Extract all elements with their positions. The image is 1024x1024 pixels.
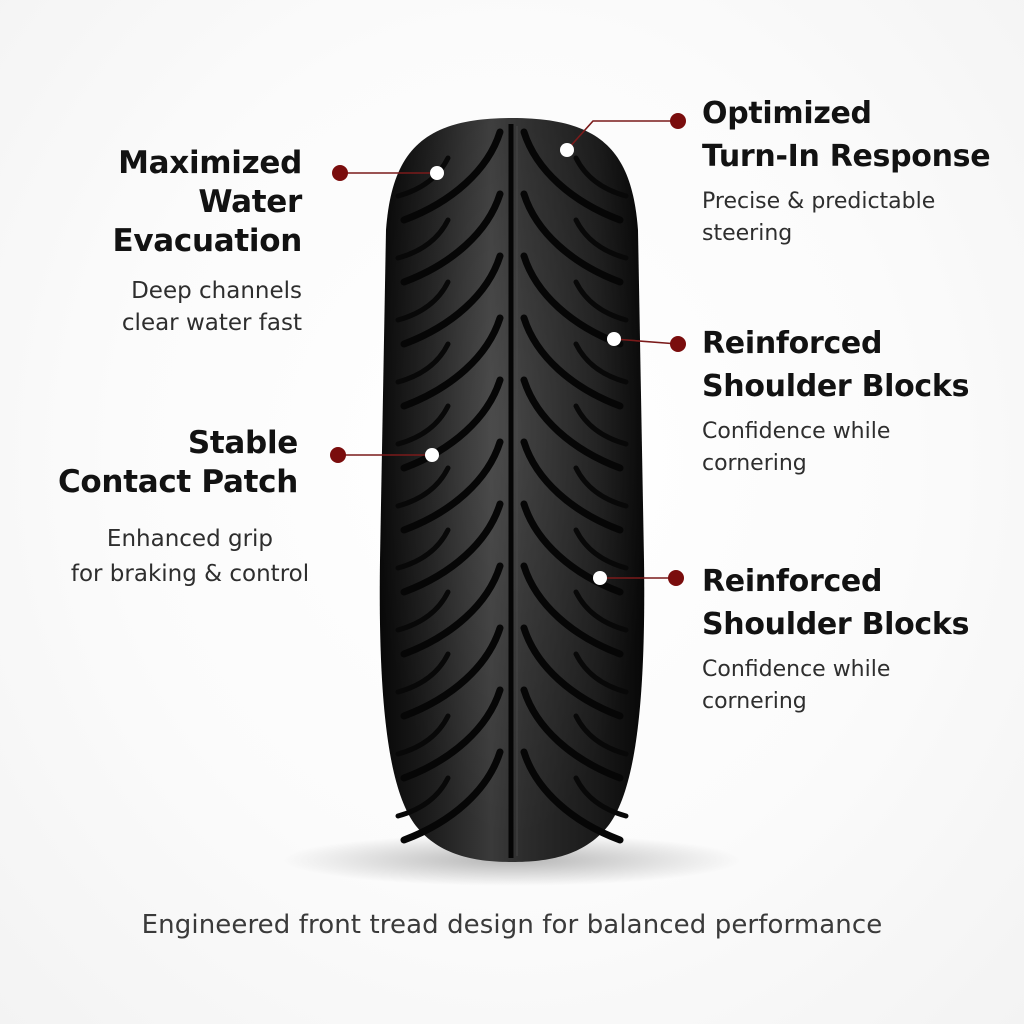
- tread-groove-right: [520, 686, 624, 782]
- anchor-point-shoulder-1: [607, 332, 621, 346]
- callout-description: Confidence while cornering: [702, 416, 969, 480]
- tread-groove-right: [520, 252, 624, 348]
- anchor-point-shoulder-2: [593, 571, 607, 585]
- tread-groove-left: [400, 252, 504, 348]
- tread-groove-right: [520, 376, 624, 472]
- tread-sipe-right: [573, 713, 629, 757]
- tread-sipe-right: [573, 341, 629, 385]
- tread-groove-right: [520, 748, 624, 844]
- callout-leaders: [330, 113, 686, 586]
- title-line: Optimized: [702, 96, 872, 131]
- desc-line: cornering: [702, 451, 807, 476]
- tread-sipe-left: [395, 775, 451, 819]
- desc-line: steering: [702, 221, 793, 246]
- marker-dot-patch: [330, 447, 346, 463]
- title-line: Stable: [187, 425, 298, 461]
- marker-dot-water: [332, 165, 348, 181]
- title-line: Contact Patch: [57, 464, 298, 500]
- tread-sipe-right: [573, 589, 629, 633]
- tread-sipe-right: [573, 217, 629, 261]
- tread-groove-left: [400, 562, 504, 658]
- callout-contact-patch: Stable Contact Patch Enhanced grip for b…: [58, 424, 309, 592]
- tread-groove-right: [520, 500, 624, 596]
- tread-groove-right: [520, 128, 624, 224]
- marker-dot-shoulder-2: [668, 570, 684, 586]
- callout-description: Precise & predictable steering: [702, 186, 990, 250]
- desc-line: Confidence while: [702, 657, 891, 682]
- tread-groove-left: [400, 190, 504, 286]
- leader-line-turnin: [566, 120, 678, 151]
- tread-sipe-right: [573, 155, 629, 199]
- tread-sipe-right: [573, 403, 629, 447]
- callout-turn-in-response: Optimized Turn-In Response Precise & pre…: [702, 92, 991, 250]
- desc-line: cornering: [702, 689, 807, 714]
- tread-groove-left: [400, 128, 504, 224]
- callout-title: Reinforced Shoulder Blocks: [702, 322, 969, 408]
- tread-groove-right: [520, 438, 624, 534]
- title-line: Shoulder Blocks: [702, 607, 970, 642]
- callout-title: Optimized Turn-In Response: [702, 92, 991, 178]
- tread-sipe-left: [395, 527, 451, 571]
- callout-title: Maximized Water Evacuation: [112, 144, 303, 261]
- tread-sipe-left: [395, 465, 451, 509]
- callout-shoulder-blocks-upper: Reinforced Shoulder Blocks Confidence wh…: [702, 322, 969, 480]
- tread-groove-right: [520, 624, 624, 720]
- title-line: Maximized: [118, 145, 302, 181]
- title-line: Evacuation: [112, 223, 303, 259]
- title-line: Reinforced: [702, 326, 883, 361]
- leader-line-shoulder-1: [613, 338, 679, 345]
- tread-sipe-left: [395, 217, 451, 261]
- tire: [379, 118, 645, 862]
- tread-sipe-left: [395, 279, 451, 323]
- tread-grooves: [395, 128, 629, 844]
- tread-groove-left: [400, 500, 504, 596]
- tread-groove-right: [520, 562, 624, 658]
- desc-line: Deep channels: [131, 278, 302, 304]
- tread-sipe-right: [573, 775, 629, 819]
- callout-description: Enhanced grip for braking & control: [58, 522, 322, 592]
- callout-shoulder-blocks-lower: Reinforced Shoulder Blocks Confidence wh…: [702, 560, 969, 718]
- desc-line: clear water fast: [121, 310, 302, 336]
- footer-caption: Engineered front tread design for balanc…: [141, 910, 883, 940]
- tread-groove-right: [520, 190, 624, 286]
- tread-sipe-left: [395, 403, 451, 447]
- tread-sipe-right: [573, 279, 629, 323]
- callout-description: Deep channels clear water fast: [113, 275, 302, 339]
- tread-sipe-right: [573, 465, 629, 509]
- desc-line: Confidence while: [702, 419, 891, 444]
- title-line: Water: [198, 184, 302, 220]
- tread-groove-left: [400, 438, 504, 534]
- marker-dot-shoulder-1: [670, 336, 686, 352]
- callout-title: Stable Contact Patch: [58, 424, 298, 502]
- tread-groove-left: [400, 748, 504, 844]
- tread-groove-right: [520, 314, 624, 410]
- tread-groove-left: [400, 686, 504, 782]
- desc-line: Enhanced grip: [106, 526, 274, 552]
- marker-dot-turnin: [670, 113, 686, 129]
- title-line: Turn-In Response: [702, 139, 991, 174]
- anchor-point-patch: [425, 448, 439, 462]
- callout-water-evacuation: Maximized Water Evacuation Deep channels…: [112, 144, 303, 339]
- callout-description: Confidence while cornering: [702, 654, 969, 718]
- tread-sipe-left: [395, 155, 451, 199]
- tread-sipe-left: [395, 713, 451, 757]
- tread-sipe-right: [573, 527, 629, 571]
- tread-sipe-right: [573, 651, 629, 695]
- title-line: Shoulder Blocks: [702, 369, 970, 404]
- tread-sipe-left: [395, 589, 451, 633]
- tread-groove-left: [400, 624, 504, 720]
- tread-groove-left: [400, 376, 504, 472]
- desc-line: Precise & predictable: [702, 189, 936, 214]
- tread-groove-left: [400, 314, 504, 410]
- callout-title: Reinforced Shoulder Blocks: [702, 560, 969, 646]
- title-line: Reinforced: [702, 564, 883, 599]
- tread-sipe-left: [395, 341, 451, 385]
- anchor-point-water: [430, 166, 444, 180]
- desc-line: for braking & control: [70, 561, 310, 587]
- anchor-point-turnin: [560, 143, 574, 157]
- tread-sipe-left: [395, 651, 451, 695]
